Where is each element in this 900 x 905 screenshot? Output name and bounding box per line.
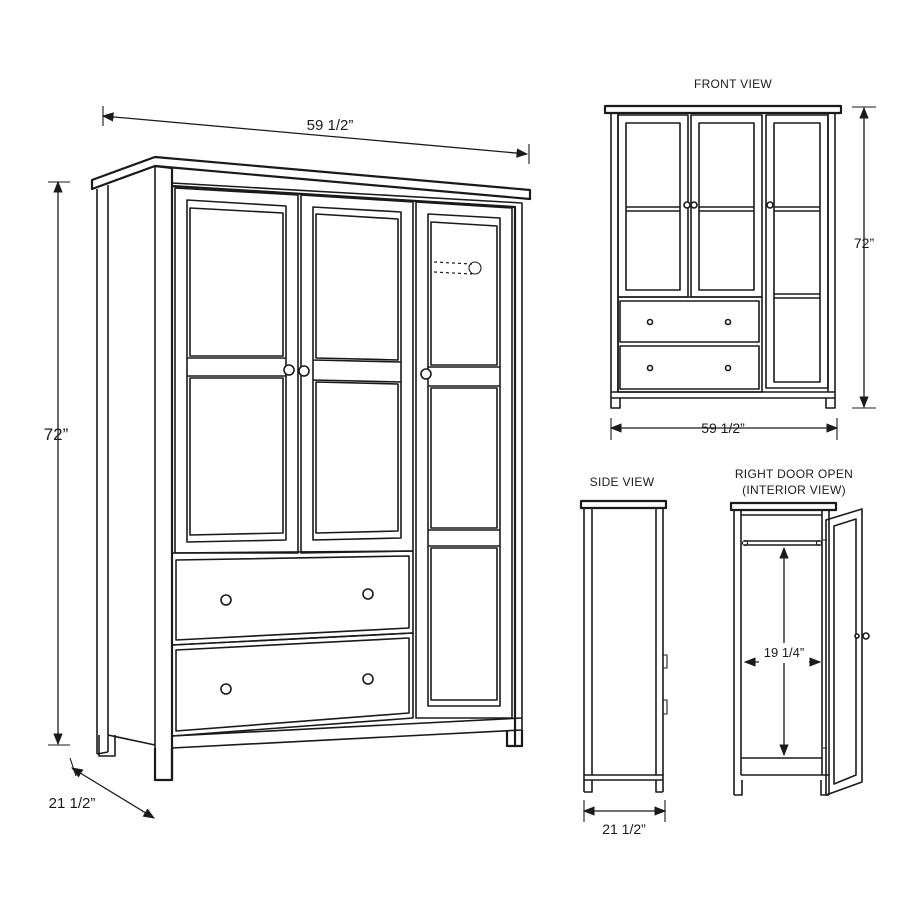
- main-width-arrow: [101, 112, 529, 158]
- front-right-door: [765, 114, 829, 389]
- front-left-door: [617, 114, 689, 298]
- front-knob-d1-left: [646, 318, 654, 326]
- side-knob-profile: [663, 654, 668, 715]
- main-knob-drawer1-left: [220, 594, 232, 606]
- front-knob-d2-left: [646, 364, 654, 372]
- front-crown: [603, 104, 843, 115]
- side-body: [583, 508, 664, 793]
- front-view-title: FRONT VIEW: [694, 77, 772, 91]
- main-hanging-rod: [433, 261, 473, 275]
- main-front-frame: [154, 164, 517, 780]
- interior-view-title-line2: (INTERIOR VIEW): [742, 483, 846, 497]
- front-knob-center: [690, 201, 698, 209]
- side-depth-label: 21 1/2”: [602, 821, 646, 837]
- interior-top: [729, 501, 838, 512]
- main-width-label: 59 1/2”: [307, 117, 354, 134]
- main-front-right-leg: [505, 730, 524, 748]
- front-knob-right: [766, 201, 774, 209]
- main-knob-drawer2-right: [362, 673, 374, 685]
- main-height-label: 72”: [44, 425, 69, 444]
- front-drawers: [617, 296, 763, 393]
- main-depth-arrow: [71, 767, 155, 819]
- main-crown: [90, 155, 532, 201]
- main-knob-drawer2-left: [220, 683, 232, 695]
- interior-width-label: 19 1/4”: [764, 645, 804, 660]
- main-drawer-bottom: [171, 632, 414, 737]
- main-knob-center: [298, 365, 310, 377]
- main-dimensions: 59 1/2” 72” 21 1/2”: [44, 106, 530, 819]
- main-front-rail: [171, 182, 523, 749]
- main-knob-drawer1-right: [362, 588, 374, 600]
- front-height-label: 72”: [854, 235, 875, 251]
- main-depth-tick-left: [69, 757, 77, 777]
- interior-view: RIGHT DOOR OPEN (INTERIOR VIEW) 19 1/4”: [729, 467, 870, 796]
- interior-rod-end-left: [741, 539, 749, 547]
- main-right-door: [415, 201, 513, 719]
- interior-door-knob-back: [854, 633, 860, 639]
- interior-view-title-line1: RIGHT DOOR OPEN: [735, 467, 853, 481]
- main-wardrobe-perspective: [90, 155, 532, 782]
- main-knob-right: [420, 368, 432, 380]
- side-view: SIDE VIEW 21 1/2”: [579, 475, 668, 837]
- front-center-door: [690, 114, 763, 298]
- main-left-door: [174, 187, 299, 554]
- main-knob-left: [283, 364, 295, 376]
- interior-label-bg: [759, 643, 809, 663]
- main-side-panel: [96, 166, 156, 780]
- interior-hanging-rod: [744, 540, 820, 546]
- front-width-label: 59 1/2”: [701, 420, 745, 436]
- main-depth-label: 21 1/2”: [49, 795, 96, 812]
- front-knob-d1-right: [724, 318, 732, 326]
- side-view-title: SIDE VIEW: [590, 475, 655, 489]
- front-view: FRONT VIEW 59 1/2” 72”: [603, 77, 876, 440]
- interior-door-knob: [862, 632, 870, 640]
- front-body: [610, 113, 836, 409]
- main-back-leg: [98, 735, 116, 757]
- main-center-door: [300, 194, 414, 554]
- interior-open-door: [825, 508, 863, 796]
- front-knob-d2-right: [724, 364, 732, 372]
- interior-cabinet: [733, 510, 830, 796]
- main-rod-end: [468, 261, 482, 275]
- side-top: [579, 499, 668, 510]
- main-front-left-leg: [153, 748, 174, 782]
- main-drawer-top: [171, 550, 414, 646]
- interior-rod-end-right: [815, 539, 823, 547]
- front-knob-left: [683, 201, 691, 209]
